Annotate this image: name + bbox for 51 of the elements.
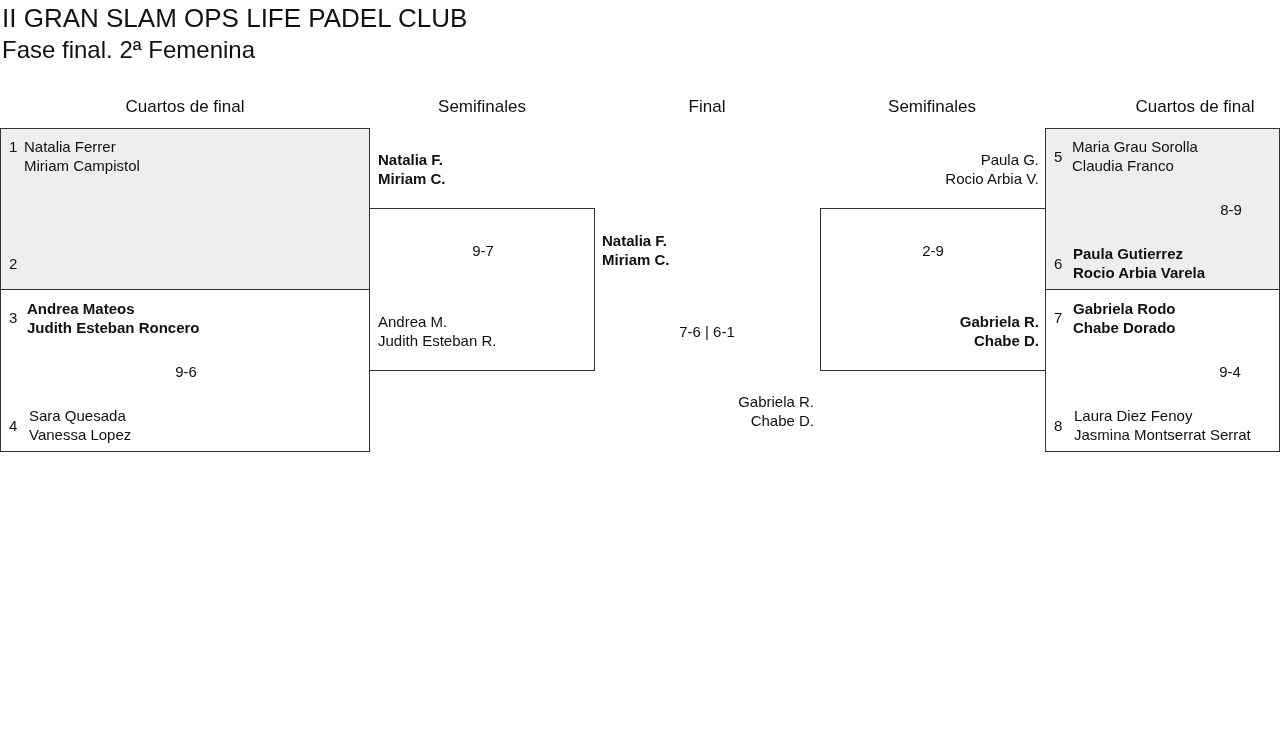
player-name: Miriam C.	[378, 169, 446, 188]
player-name: Rocio Arbia V.	[945, 169, 1039, 188]
match-score: 2-9	[922, 241, 944, 260]
title: II GRAN SLAM OPS LIFE PADEL CLUB	[2, 3, 468, 33]
subtitle: Fase final. 2ª Femenina	[2, 35, 255, 64]
player-name: Andrea M.	[378, 312, 448, 331]
player-name: Gabriela R.	[959, 312, 1039, 331]
player-name: Claudia Franco	[1072, 156, 1174, 175]
player-name: Chabe D.	[750, 411, 814, 431]
player-name: Natalia F.	[602, 231, 668, 251]
seed-number: 5	[1054, 147, 1063, 166]
player-name: Andrea Mateos	[27, 299, 135, 318]
match-score: 9-6	[175, 362, 197, 381]
player-name: Paula Gutierrez	[1073, 244, 1184, 263]
player-name: Rocio Arbia Varela	[1073, 263, 1205, 282]
match-score: 9-7	[472, 241, 494, 260]
player-name: Sara Quesada	[29, 406, 126, 425]
seed-number: 1	[9, 137, 18, 156]
player-name: Miriam Campistol	[24, 156, 140, 175]
seed-number: 3	[9, 308, 18, 327]
player-name: Chabe D.	[974, 331, 1039, 350]
match-box	[1045, 289, 1280, 452]
player-name: Natalia Ferrer	[24, 137, 116, 156]
player-name: Laura Diez Fenoy	[1074, 406, 1193, 425]
player-name: Gabriela R.	[738, 392, 814, 412]
player-name: Jasmina Montserrat Serrat	[1074, 425, 1251, 444]
match-box	[0, 128, 370, 290]
match-score: 9-4	[1219, 362, 1241, 381]
round-heading: Final	[688, 96, 726, 118]
player-name: Chabe Dorado	[1073, 318, 1176, 337]
player-name: Natalia F.	[378, 150, 444, 169]
player-name: Vanessa Lopez	[29, 425, 132, 444]
round-heading: Semifinales	[438, 96, 526, 118]
match-box	[1045, 128, 1280, 290]
round-heading: Semifinales	[888, 96, 976, 118]
round-heading: Cuartos de final	[125, 96, 245, 118]
seed-number: 4	[9, 416, 18, 435]
seed-number: 6	[1054, 254, 1063, 273]
match-box	[0, 289, 370, 452]
player-name: Judith Esteban Roncero	[27, 318, 200, 337]
round-heading: Cuartos de final	[1135, 96, 1255, 118]
seed-number: 7	[1054, 308, 1063, 327]
player-name: Miriam C.	[602, 250, 670, 270]
player-name: Maria Grau Sorolla	[1072, 137, 1198, 156]
match-score: 7-6 | 6-1	[679, 322, 735, 342]
seed-number: 8	[1054, 416, 1063, 435]
match-score: 8-9	[1220, 200, 1242, 219]
player-name: Judith Esteban R.	[378, 331, 497, 350]
player-name: Paula G.	[980, 150, 1039, 169]
player-name: Gabriela Rodo	[1073, 299, 1176, 318]
seed-number: 2	[9, 254, 18, 273]
